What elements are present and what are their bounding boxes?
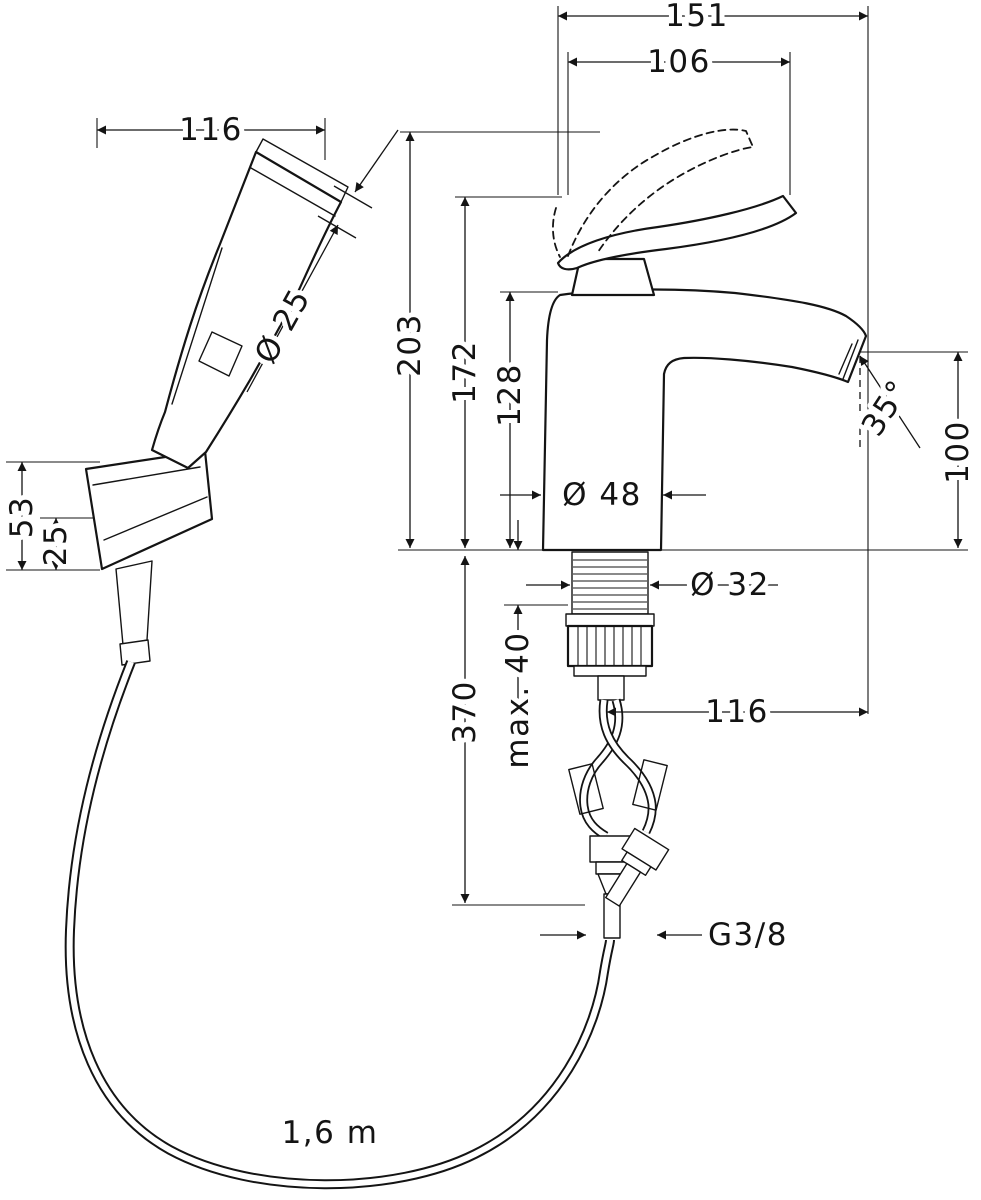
braid-section-left	[568, 763, 604, 815]
faucet	[541, 128, 868, 552]
dim-label-total-width: 151	[665, 0, 729, 34]
dim-label-under-counter-drop: 370	[447, 680, 483, 744]
dim-label-spout-height: 100	[940, 420, 976, 484]
shank-threads	[573, 559, 647, 610]
supply-hoses	[568, 698, 668, 840]
dim-label-spout-angle: 35°	[855, 373, 918, 442]
spray-holder	[84, 449, 214, 571]
handle-raised-dashed	[567, 128, 754, 257]
handle-cartridge	[570, 257, 656, 297]
washer	[565, 613, 655, 627]
threaded-shank	[571, 551, 649, 615]
hand-spray	[150, 138, 349, 470]
nut-flange	[573, 665, 647, 677]
braid-section-right	[632, 759, 668, 811]
aerator-inner-line	[838, 343, 853, 375]
spray-outline	[150, 150, 343, 470]
dim-label-spout-reach: 116	[705, 694, 769, 730]
dim-label-shank-diameter: Ø 32	[690, 567, 770, 603]
connector-angled	[604, 827, 670, 907]
mounting-nut	[566, 624, 654, 668]
dim-label-handle-width: 106	[647, 44, 711, 80]
spray-slider	[198, 331, 243, 377]
under-counter-parts	[565, 551, 670, 939]
dim-label-holder-height: 53	[4, 496, 40, 538]
dim-label-hose-length: 1,6 m	[282, 1115, 379, 1151]
dim-label-max-mounting-depth: max. 40	[500, 631, 536, 768]
dim-label-connection-thread: G3/8	[708, 917, 788, 953]
dimension-labels: 151 106 116 Ø 25 203 172 128 Ø 48 35° 10…	[0, 0, 981, 1156]
spray-tip-cap	[255, 138, 349, 203]
hose-nut	[119, 639, 151, 666]
shower-hose	[64, 560, 615, 1190]
hose-strain-relief-cone	[115, 560, 153, 646]
aerator-face-line	[842, 339, 859, 380]
dim-label-holder-depth: 25	[38, 524, 74, 566]
dim-label-spray-length: 116	[179, 112, 243, 148]
dim-label-total-height: 203	[392, 313, 428, 377]
extension-lines	[6, 6, 968, 906]
dim-label-body-diameter: Ø 48	[562, 477, 642, 513]
nut-ribs	[577, 627, 642, 665]
dim-label-handle-height: 172	[447, 340, 483, 404]
hose-adapter	[597, 675, 625, 701]
handle-lever	[556, 194, 798, 271]
dimension-lines	[17, 11, 963, 940]
dim-label-spout-top-height: 128	[492, 363, 528, 427]
handle-travel-arc-dashed	[552, 207, 561, 258]
